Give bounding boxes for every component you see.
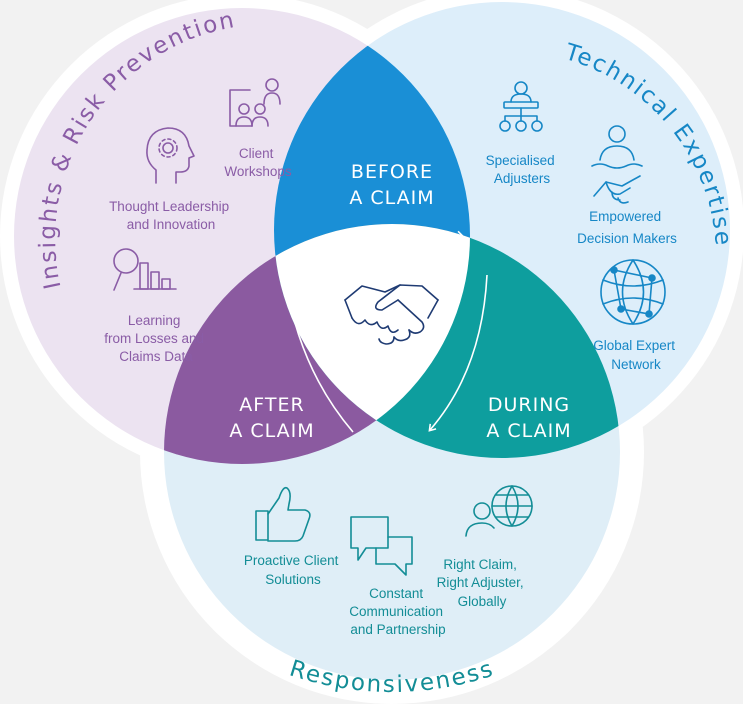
item-empowered-label: Empowered Decision Makers — [577, 209, 677, 246]
item-learning-label: Learning from Losses and Claims Data — [104, 313, 208, 364]
head-gear-icon — [146, 127, 195, 184]
handshake-icon — [344, 284, 439, 345]
phase-after-line1: AFTER — [239, 394, 304, 416]
item-global-network-label: Global Expert Network — [593, 338, 679, 372]
phase-during-line1: DURING — [488, 394, 570, 416]
phase-during-line2: A CLAIM — [486, 420, 571, 442]
item-constant-label: Constant Communication and Partnership — [349, 586, 447, 637]
arrow-before-to-during — [321, 229, 465, 241]
item-right-claim-label: Right Claim, Right Adjuster, Globally — [437, 557, 528, 609]
arrow-during-to-after — [428, 274, 488, 432]
org-chart-icon — [499, 81, 543, 132]
item-proactive-label: Proactive Client Solutions — [244, 553, 342, 587]
phase-before-line2: A CLAIM — [349, 187, 434, 209]
item-thought-leadership-label: Thought Leadership and Innovation — [109, 199, 233, 232]
item-client-workshops-label: Client Workshops — [224, 146, 292, 179]
person-globe-icon — [465, 485, 533, 537]
phase-before-line1: BEFORE — [351, 161, 433, 183]
magnifier-chart-icon — [113, 248, 177, 291]
speech-bubbles-icon — [350, 516, 413, 576]
item-specialised-label: Specialised Adjusters — [486, 153, 559, 186]
thumbs-up-icon — [255, 486, 311, 542]
presentation-icon — [229, 78, 281, 127]
person-handshake-icon — [591, 125, 643, 204]
phase-after-line2: A CLAIM — [229, 420, 314, 442]
arrow-after-to-before — [282, 279, 354, 433]
network-globe-icon — [600, 259, 666, 325]
